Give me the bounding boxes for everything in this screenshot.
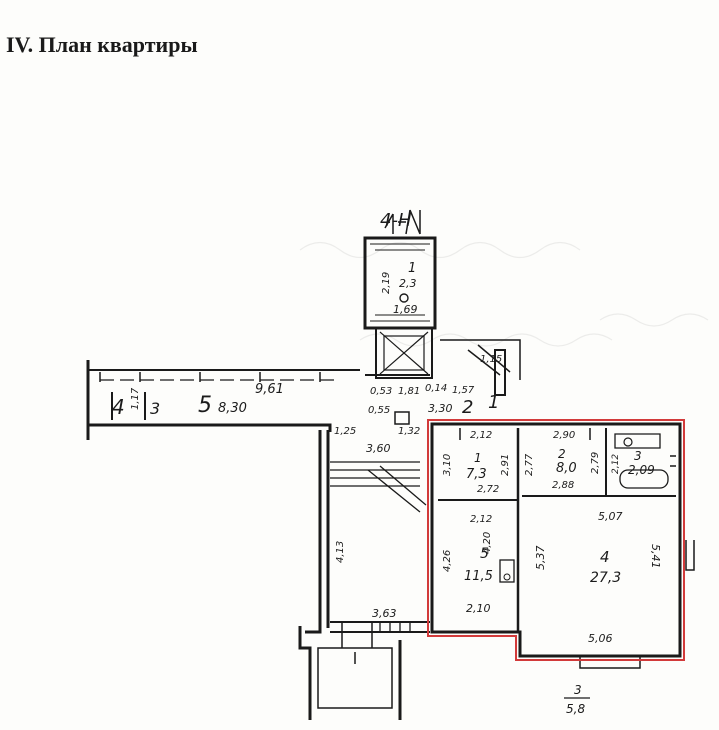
landing-dim-i: 1,32 bbox=[398, 426, 420, 437]
room-4-area: 27,3 bbox=[590, 570, 621, 586]
room-1-height: 3,10 bbox=[442, 454, 453, 476]
room-1-height-2: 2,91 bbox=[500, 454, 511, 476]
room-5-height-2: 4,26 bbox=[442, 550, 453, 572]
stair-shaft-label: 4-Н bbox=[380, 210, 412, 231]
room-1-number: 1 bbox=[474, 451, 482, 465]
landing-room-1: 1 bbox=[488, 392, 499, 413]
room-1-width-2: 2,72 bbox=[477, 484, 499, 495]
room-3-number: 3 bbox=[634, 449, 642, 463]
landing-dim-h: 1,25 bbox=[334, 426, 356, 437]
room-5-number: 5 bbox=[480, 546, 489, 562]
room-5-area: 11,5 bbox=[464, 569, 493, 584]
background-stamp bbox=[299, 241, 709, 347]
room-3-dim: 2,12 bbox=[611, 454, 621, 474]
left-room-dim: 4,13 bbox=[335, 541, 346, 563]
room-2-height-2: 2,79 bbox=[590, 452, 601, 474]
room-4-number: 4 bbox=[600, 548, 610, 566]
landing-dim-d: 1,57 bbox=[452, 385, 475, 396]
stair-dim-c: 1,69 bbox=[393, 303, 418, 316]
stair-dim-a: 2,19 bbox=[381, 272, 392, 294]
stair-shaft bbox=[363, 209, 437, 379]
landing-dim-e: 1,15 bbox=[480, 354, 502, 365]
apartment-outline bbox=[427, 419, 685, 661]
room-4-height: 5,37 bbox=[534, 546, 547, 571]
landing-room-2: 2 bbox=[462, 397, 473, 418]
room-1-width: 2,12 bbox=[470, 430, 492, 441]
landing-dim-g: 3,30 bbox=[428, 402, 453, 415]
room-4-height-2: 5,41 bbox=[649, 544, 662, 569]
landing-dim-c: 0,14 bbox=[425, 383, 447, 394]
room-2-area: 8,0 bbox=[556, 461, 577, 476]
corridor-dim-b: 8,30 bbox=[218, 401, 247, 416]
room-4-width: 5,07 bbox=[598, 510, 623, 523]
landing-dim-f: 0,55 bbox=[368, 405, 390, 416]
corridor-room-3: 3 bbox=[150, 399, 160, 418]
left-wing bbox=[298, 430, 430, 720]
room-3-area: 2,09 bbox=[628, 463, 655, 477]
room-4-width-2: 5,06 bbox=[588, 632, 613, 645]
corridor-dim-a: 1,17 bbox=[130, 387, 141, 410]
page-title: IV. План квартиры bbox=[6, 32, 198, 57]
bottom-number: 3 bbox=[574, 683, 582, 697]
stair-room-number: 1 bbox=[408, 261, 416, 276]
room-2-number: 2 bbox=[558, 447, 566, 461]
room-5-height: 4,20 bbox=[482, 532, 493, 554]
room-2-height: 2,77 bbox=[524, 453, 535, 476]
apartment-walls bbox=[430, 422, 695, 669]
corridor-room-5: 5 bbox=[198, 393, 212, 418]
corridor-room-4: 4 bbox=[112, 395, 125, 419]
corridor-walls bbox=[86, 339, 521, 440]
room-5-width: 2,12 bbox=[470, 514, 492, 525]
stair-dim-b: 2,3 bbox=[399, 277, 417, 290]
bottom-area: 5,8 bbox=[566, 702, 585, 716]
room-2-width: 2,90 bbox=[553, 430, 575, 441]
landing-dim-b: 1,81 bbox=[398, 386, 420, 397]
landing-dim-a: 0,53 bbox=[370, 386, 392, 397]
room-1-area: 7,3 bbox=[466, 467, 487, 482]
entry-dim: 3,63 bbox=[372, 607, 397, 620]
room-2-width-2: 2,88 bbox=[552, 480, 574, 491]
room-5-width-2: 2,10 bbox=[466, 602, 491, 615]
corridor-dim-c: 9,61 bbox=[255, 382, 284, 397]
landing-dim-j: 3,60 bbox=[366, 442, 391, 455]
